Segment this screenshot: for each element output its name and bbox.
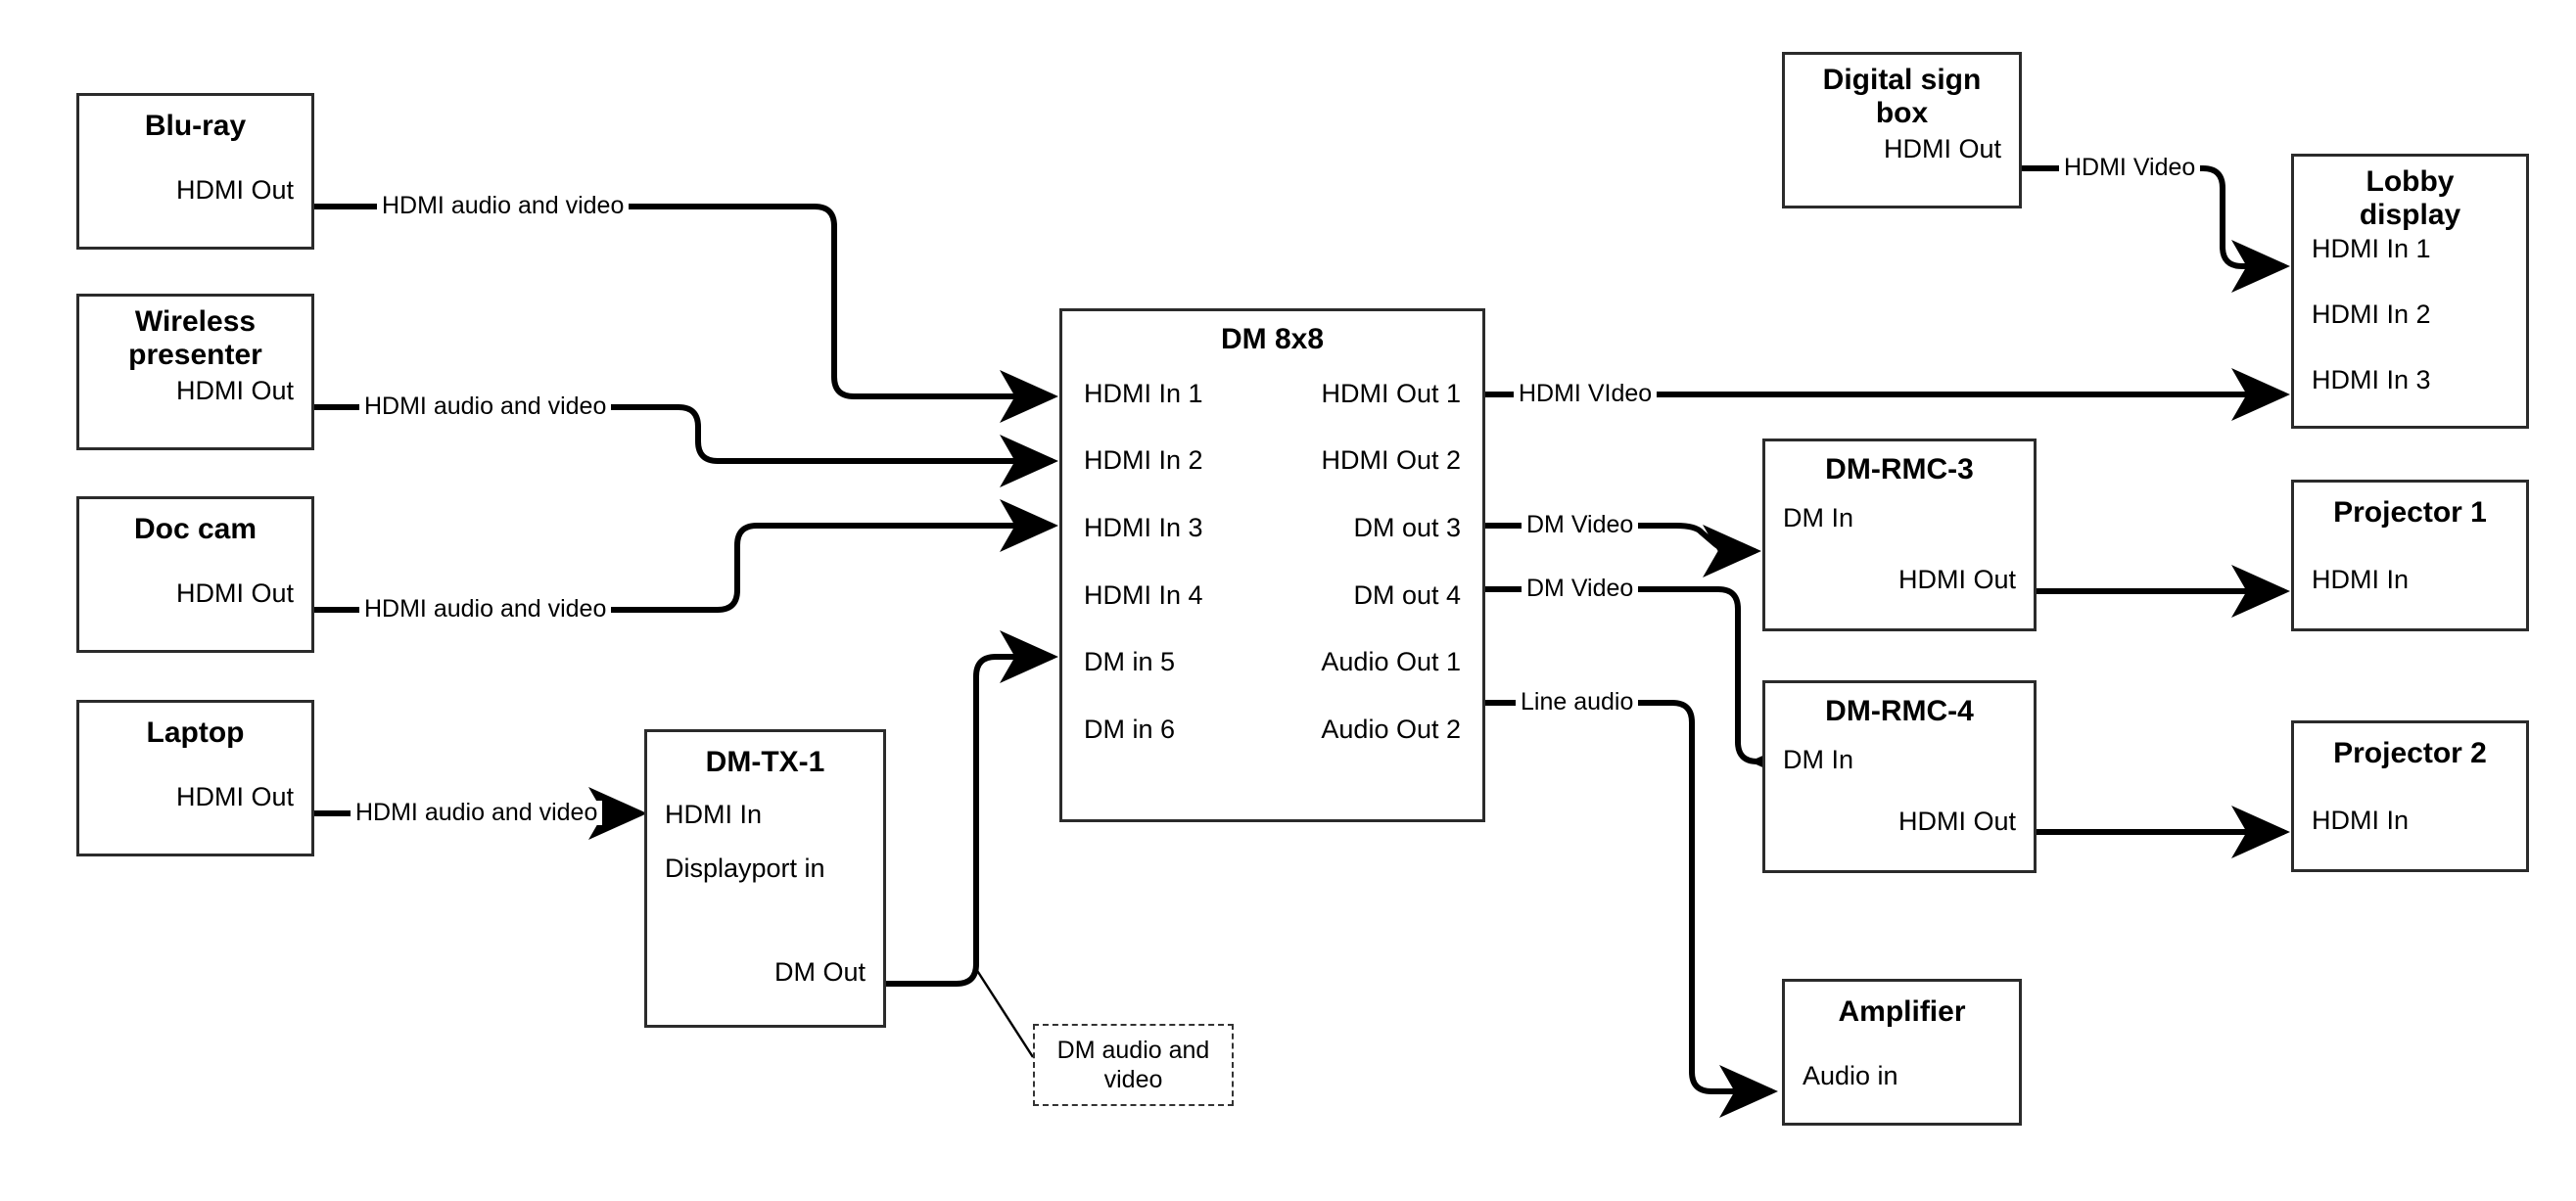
node-dm-8x8[interactable]: DM 8x8 HDMI In 1 HDMI In 2 HDMI In 3 HDM… — [1059, 308, 1485, 822]
node-wireless-presenter-port-hdmi-out: HDMI Out — [175, 376, 294, 406]
node-dm-8x8-input-hdmi-in-2: HDMI In 2 — [1084, 445, 1203, 476]
wire-label-doccam: HDMI audio and video — [359, 597, 612, 622]
node-dm-8x8-output-audio-out-2: Audio Out 2 — [1321, 715, 1461, 745]
node-amplifier-port-audio-in: Audio in — [1803, 1061, 1898, 1091]
node-dm-rmc-4[interactable]: DM-RMC-4 DM In HDMI Out — [1762, 680, 2037, 873]
node-dm-8x8-input-dm-in-6: DM in 6 — [1084, 715, 1176, 745]
node-laptop[interactable]: Laptop HDMI Out — [76, 700, 314, 856]
node-amplifier[interactable]: Amplifier Audio in — [1782, 979, 2022, 1126]
node-dm-8x8-input-hdmi-in-4: HDMI In 4 — [1084, 579, 1203, 610]
node-dm-tx-1-title: DM-TX-1 — [705, 746, 825, 778]
wire-label-dm-out-4: DM Video — [1522, 577, 1639, 601]
wire-label-wireless: HDMI audio and video — [359, 394, 612, 419]
node-projector-2[interactable]: Projector 2 HDMI In — [2291, 720, 2529, 872]
node-digital-sign-box[interactable]: Digital sign box HDMI Out — [1782, 52, 2022, 208]
node-dm-8x8-output-hdmi-out-2: HDMI Out 2 — [1321, 445, 1461, 476]
node-lobby-display[interactable]: Lobby display HDMI In 1 HDMI In 2 HDMI I… — [2291, 154, 2529, 429]
node-projector-1-port-hdmi-in: HDMI In — [2312, 565, 2410, 595]
node-dm-rmc-3-port-dm-in: DM In — [1783, 502, 1854, 532]
node-doc-cam[interactable]: Doc cam HDMI Out — [76, 496, 314, 653]
node-lobby-display-port-hdmi-in-3: HDMI In 3 — [2312, 364, 2431, 394]
node-lobby-display-port-hdmi-in-1: HDMI In 1 — [2312, 234, 2431, 264]
wire-label-laptop: HDMI audio and video — [351, 801, 603, 825]
wire-audio-out-1-to-amplifier — [1484, 700, 1778, 1118]
callout-leader-line — [974, 968, 1035, 1058]
wire-bluray-to-hdmi-in-1 — [313, 204, 1058, 423]
node-amplifier-title: Amplifier — [1838, 995, 1966, 1028]
node-doc-cam-port-hdmi-out: HDMI Out — [175, 578, 294, 609]
node-dm-rmc-4-port-dm-in: DM In — [1783, 744, 1854, 774]
node-laptop-port-hdmi-out: HDMI Out — [175, 782, 294, 812]
node-bluray-title: Blu-ray — [144, 110, 247, 142]
wire-dmtx1-to-dm-in-5 — [886, 630, 1058, 987]
node-dm-8x8-output-dm-out-3: DM out 3 — [1353, 512, 1461, 542]
wire-sign-to-lobby-in-1 — [2022, 165, 2290, 293]
wire-label-bluray: HDMI audio and video — [377, 194, 630, 218]
node-projector-2-title: Projector 2 — [2333, 737, 2487, 769]
node-dm-rmc-3-title: DM-RMC-3 — [1825, 453, 1974, 485]
node-projector-1[interactable]: Projector 1 HDMI In — [2291, 480, 2529, 631]
node-dm-8x8-title: DM 8x8 — [1220, 323, 1325, 355]
dm-8x8-input-column: HDMI In 1 HDMI In 2 HDMI In 3 HDMI In 4 … — [1084, 378, 1203, 745]
node-bluray-port-hdmi-out: HDMI Out — [175, 175, 294, 206]
node-dm-8x8-output-hdmi-out-1: HDMI Out 1 — [1321, 378, 1461, 408]
node-digital-sign-box-port-hdmi-out: HDMI Out — [1883, 134, 2001, 164]
node-projector-2-port-hdmi-in: HDMI In — [2312, 806, 2410, 836]
node-wireless-presenter-title: Wireless presenter — [128, 305, 262, 371]
callout-dm-audio-and-video-text: DM audio and video — [1056, 1037, 1210, 1093]
node-digital-sign-box-title: Digital sign box — [1822, 64, 1982, 129]
node-dm-tx-1-port-hdmi-in: HDMI In — [665, 799, 763, 829]
node-dm-rmc-3[interactable]: DM-RMC-3 DM In HDMI Out — [1762, 439, 2037, 631]
wire-label-audio-out-1: Line audio — [1516, 690, 1639, 715]
node-dm-tx-1-port-dm-out: DM Out — [773, 957, 866, 988]
node-dm-8x8-input-hdmi-in-3: HDMI In 3 — [1084, 512, 1203, 542]
node-dm-rmc-4-title: DM-RMC-4 — [1825, 695, 1974, 727]
node-dm-8x8-output-audio-out-1: Audio Out 1 — [1321, 647, 1461, 677]
node-dm-tx-1[interactable]: DM-TX-1 HDMI In Displayport in DM Out — [644, 729, 886, 1028]
callout-dm-audio-and-video: DM audio and video — [1033, 1024, 1234, 1106]
node-dm-rmc-4-port-hdmi-out: HDMI Out — [1897, 807, 2016, 837]
wire-label-sign-to-lobby: HDMI Video — [2059, 156, 2201, 180]
node-bluray[interactable]: Blu-ray HDMI Out — [76, 93, 314, 250]
wire-dm-out-4-to-rmc4 — [1484, 586, 1808, 788]
wire-label-hdmi-out-1: HDMI VIdeo — [1514, 382, 1658, 406]
node-laptop-title: Laptop — [146, 716, 245, 749]
node-lobby-display-title: Lobby display — [2359, 165, 2461, 231]
dm-8x8-output-column: HDMI Out 1 HDMI Out 2 DM out 3 DM out 4 … — [1321, 378, 1461, 745]
node-dm-tx-1-port-displayport-in: Displayport in — [665, 854, 825, 884]
node-wireless-presenter[interactable]: Wireless presenter HDMI Out — [76, 294, 314, 450]
node-dm-8x8-output-dm-out-4: DM out 4 — [1353, 579, 1461, 610]
node-dm-rmc-3-port-hdmi-out: HDMI Out — [1897, 565, 2016, 595]
node-projector-1-title: Projector 1 — [2333, 496, 2487, 529]
node-dm-8x8-input-hdmi-in-1: HDMI In 1 — [1084, 378, 1203, 408]
node-lobby-display-port-hdmi-in-2: HDMI In 2 — [2312, 299, 2431, 329]
node-dm-8x8-input-dm-in-5: DM in 5 — [1084, 647, 1176, 677]
node-doc-cam-title: Doc cam — [133, 513, 258, 545]
wire-label-dm-out-3: DM Video — [1522, 513, 1639, 537]
